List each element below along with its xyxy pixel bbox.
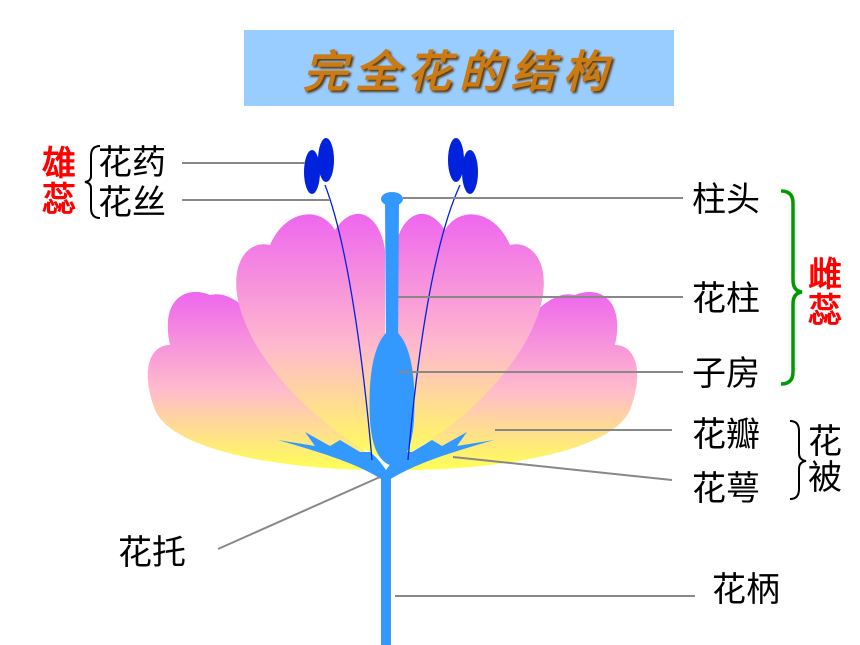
filament-right xyxy=(407,184,461,461)
anther-left-a xyxy=(304,150,320,194)
anther-right-a xyxy=(448,138,464,182)
label-perianth: 花被 xyxy=(808,422,842,498)
pistil-bracket xyxy=(780,189,803,386)
ovary-shape xyxy=(369,328,415,466)
label-filament: 花丝 xyxy=(98,183,166,223)
label-stamen: 雄蕊 xyxy=(42,144,76,220)
petal-outer-left xyxy=(147,292,380,470)
leader-sepal xyxy=(452,456,673,481)
label-pedicel: 花柄 xyxy=(712,570,780,610)
petal-inner-right xyxy=(395,213,544,460)
filament-left xyxy=(324,184,373,461)
title-banner: 完全花的结构 xyxy=(244,30,674,106)
label-style: 花柱 xyxy=(692,279,760,319)
label-ovary: 子房 xyxy=(692,354,760,394)
leader-receptacle xyxy=(217,476,381,550)
sepal-shape xyxy=(278,432,494,482)
style-shape xyxy=(385,202,399,345)
stigma-shape xyxy=(381,192,403,206)
label-receptacle: 花托 xyxy=(118,533,186,573)
label-stigma: 柱头 xyxy=(692,180,760,220)
label-pistil: 雌蕊 xyxy=(808,255,842,331)
anther-left-b xyxy=(318,138,334,182)
petal-outer-right xyxy=(405,292,638,470)
stamen-bracket xyxy=(84,145,101,219)
anther-right-b xyxy=(462,150,478,194)
pedicel-stalk xyxy=(381,470,391,645)
page-title: 完全花的结构 xyxy=(303,47,615,98)
label-sepal: 花萼 xyxy=(692,469,760,509)
perianth-bracket xyxy=(789,420,807,500)
label-petal: 花瓣 xyxy=(692,415,760,455)
label-anther: 花药 xyxy=(98,143,166,183)
